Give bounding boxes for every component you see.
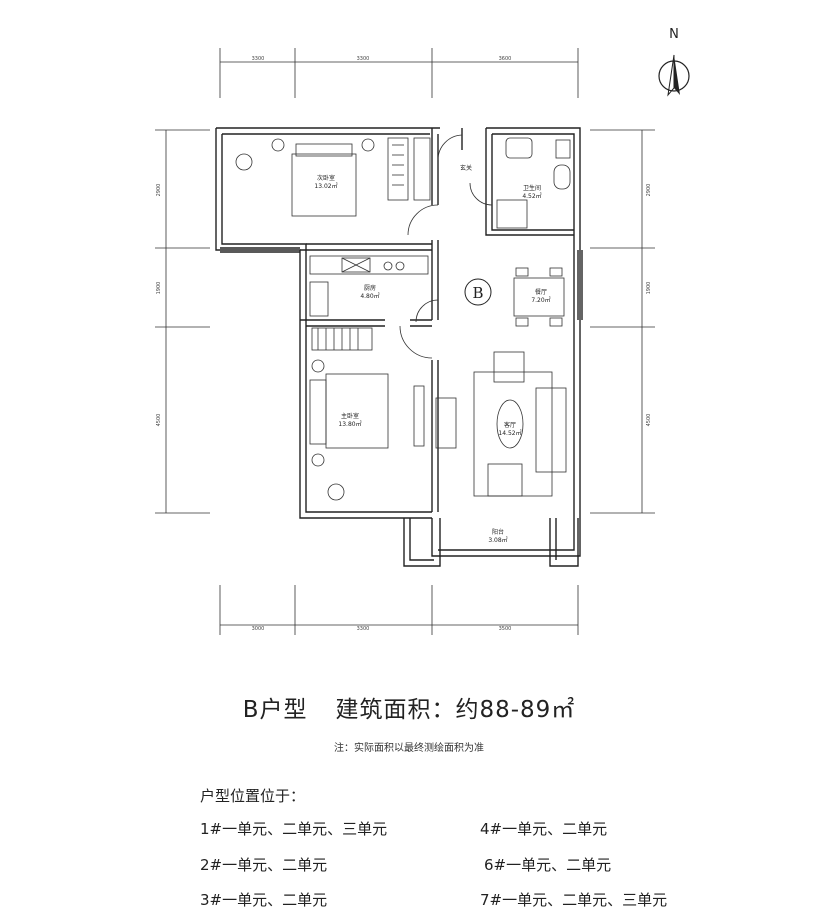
location-right-3: 7#一单元、二单元、三单元: [480, 891, 668, 909]
unit-marker-label: B: [472, 284, 483, 302]
dim-left-3: 4500: [156, 414, 162, 427]
plan-title: B户型 建筑面积：约88-89㎡: [0, 690, 818, 724]
master-bedroom-furniture: [309, 327, 457, 501]
dimension-lines-top: [219, 48, 579, 98]
bathroom-fixtures: [496, 137, 571, 229]
dim-bottom-2: 3300: [357, 626, 370, 632]
door-swings: [399, 134, 493, 359]
room-name-kitchen: 厨房: [364, 284, 376, 292]
dim-top-1: 3300: [252, 56, 265, 62]
dimension-lines-bottom: [219, 585, 579, 635]
dim-right-1: 2900: [646, 184, 652, 197]
room-name-entry: 玄关: [460, 164, 472, 172]
room-name-dining: 餐厅: [535, 288, 547, 296]
dim-top-2: 3300: [357, 56, 370, 62]
dim-bottom-3: 3500: [499, 626, 512, 632]
location-left-2: 2#一单元、二单元: [200, 856, 328, 874]
room-area-living: 14.52㎡: [498, 429, 521, 437]
location-left-3: 3#一单元、二单元: [200, 891, 328, 909]
location-left-1: 1#一单元、二单元、三单元: [200, 820, 388, 838]
room-area-second-bedroom: 13.02㎡: [314, 182, 337, 190]
location-right-1: 4#一单元、二单元: [480, 820, 608, 838]
living-room-furniture: [473, 351, 567, 497]
building-area: 建筑面积：约88-89㎡: [335, 697, 576, 723]
dim-right-2: 1900: [646, 282, 652, 295]
unit-marker: B: [464, 278, 492, 306]
dim-bottom-1: 3000: [252, 626, 265, 632]
room-name-living: 客厅: [504, 421, 516, 429]
area-note: 注：实际面积以最终测绘面积为准: [334, 743, 484, 754]
compass-label: N: [669, 27, 679, 42]
dim-right-3: 4500: [646, 414, 652, 427]
kitchen-fixtures: [309, 255, 429, 317]
room-area-master-bedroom: 13.80㎡: [338, 420, 361, 428]
room-area-kitchen: 4.80㎡: [360, 292, 379, 300]
unit-type: B户型: [242, 697, 308, 723]
second-bedroom-furniture: [235, 137, 431, 217]
room-area-dining: 7.20㎡: [531, 296, 550, 304]
location-right-2: 6#一单元、二单元: [484, 856, 612, 874]
dim-left-1: 2900: [156, 184, 162, 197]
floor-plan: N 3300 3300 3600 3000 3300 3500 2900 190…: [155, 27, 690, 635]
room-area-bathroom: 4.52㎡: [522, 192, 541, 200]
dining-table: [513, 267, 565, 327]
north-arrow-icon: [658, 54, 690, 97]
room-area-balcony: 3.08㎡: [488, 536, 507, 544]
room-name-second-bedroom: 次卧室: [317, 174, 335, 182]
exterior-walls: [215, 127, 583, 567]
room-name-master-bedroom: 主卧室: [341, 412, 359, 420]
dim-top-3: 3600: [499, 56, 512, 62]
dimension-lines-right: [590, 129, 655, 514]
dimension-lines-left: [155, 129, 210, 514]
location-heading: 户型位置位于：: [200, 787, 306, 805]
room-name-balcony: 阳台: [492, 528, 504, 536]
room-name-bathroom: 卫生间: [523, 184, 541, 192]
dim-left-2: 1900: [156, 282, 162, 295]
